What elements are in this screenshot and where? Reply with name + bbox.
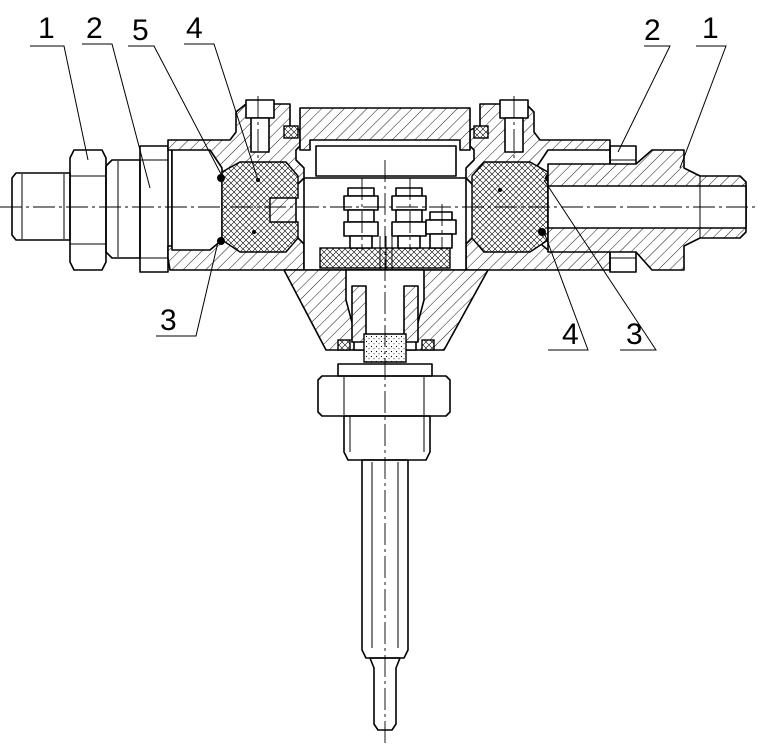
leader-lines <box>30 43 727 351</box>
label-left-1: 1 <box>38 12 55 45</box>
right-fitting <box>547 145 747 273</box>
left-fitting <box>11 145 169 273</box>
top-cover <box>245 99 529 177</box>
label-left-3: 3 <box>160 304 177 337</box>
lower-housing <box>283 269 489 363</box>
label-right-3: 3 <box>626 318 643 351</box>
label-left-2: 2 <box>86 12 103 45</box>
terminal-left <box>343 187 379 249</box>
terminal-right <box>425 211 457 249</box>
label-left-4: 4 <box>186 12 203 45</box>
part-labels: 1 2 5 4 3 2 1 4 3 <box>38 12 719 351</box>
label-left-5: 5 <box>132 14 149 47</box>
label-right-4: 4 <box>562 318 579 351</box>
label-right-2: 2 <box>644 14 661 47</box>
terminal-middle <box>391 187 427 249</box>
center-lines <box>0 96 758 745</box>
lower-nut-and-stem <box>317 363 451 731</box>
label-right-1: 1 <box>702 12 719 45</box>
